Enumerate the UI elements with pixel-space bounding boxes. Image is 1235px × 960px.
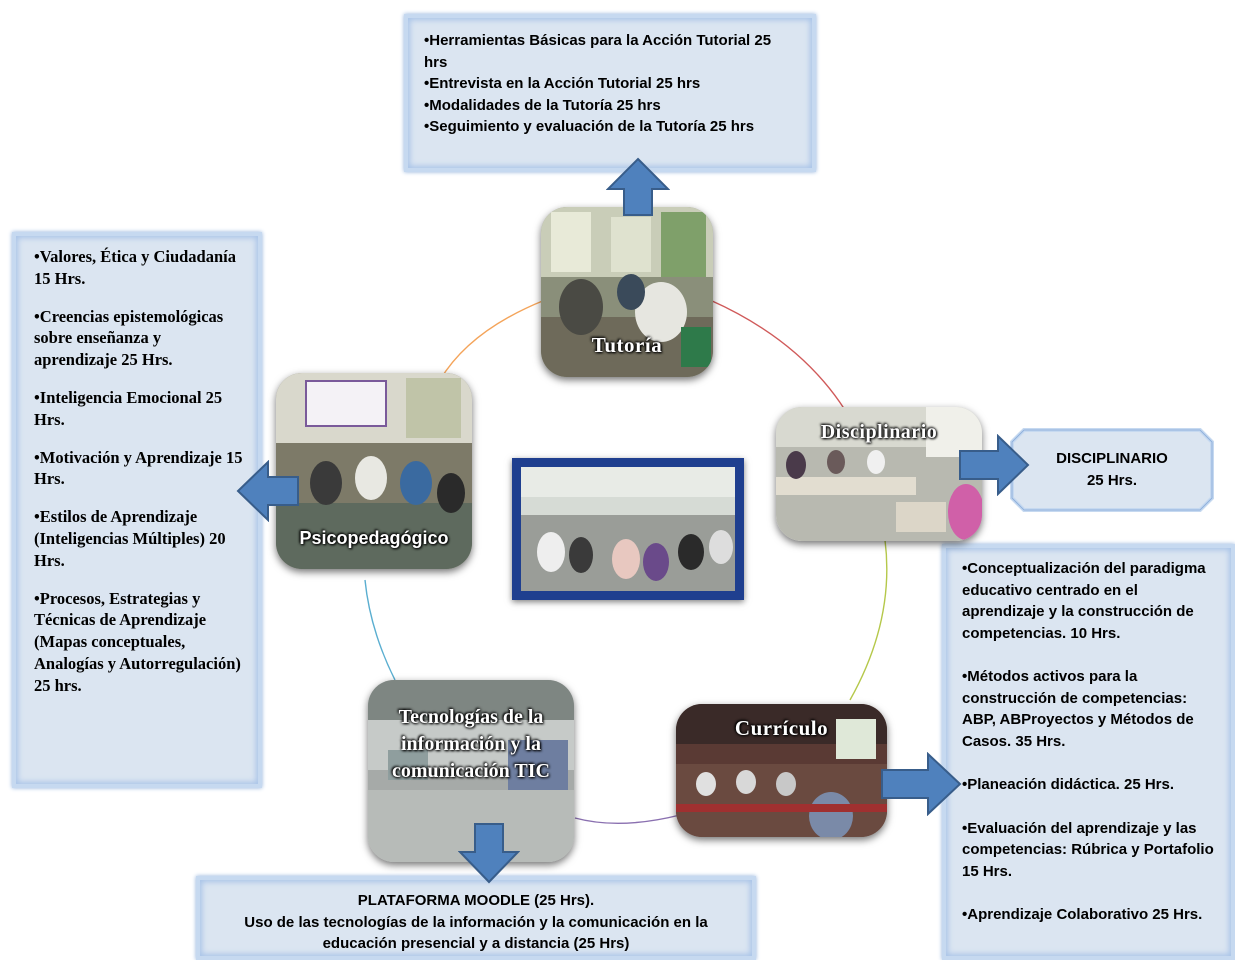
tic-label: Tecnologías de la información y la comun… [392, 706, 550, 782]
psico-topic: •Inteligencia Emocional 25 Hrs. [34, 387, 223, 429]
disciplinario-photo: Disciplinario [776, 407, 982, 541]
psico-topic: •Procesos, Estrategias y Técnicas de Apr… [34, 588, 241, 695]
arrow-right-icon [880, 752, 962, 816]
disciplinario-box: DISCIPLINARIO 25 Hrs. [1010, 428, 1214, 512]
psico-topic: •Motivación y Aprendizaje 15 Hrs. [34, 447, 243, 489]
tic-topic: educación presencial y a distancia (25 H… [322, 935, 630, 952]
curriculo-topic: •Aprendizaje Colaborativo 25 Hrs. [962, 906, 1203, 923]
disciplinario-title: DISCIPLINARIO [1056, 450, 1168, 467]
tutoria-topic: •Entrevista en la Acción Tutorial 25 hrs [424, 75, 701, 92]
tutoria-topics-box: •Herramientas Básicas para la Acción Tut… [404, 14, 816, 172]
curriculo-label: Currículo [734, 716, 829, 740]
psicopedagogico-topics-box: •Valores, Ética y Ciudadanía 15 Hrs. •Cr… [12, 232, 262, 788]
tic-photo: Tecnologías de la información y la comun… [368, 680, 574, 862]
psico-topic: •Creencias epistemológicas sobre enseñan… [34, 306, 224, 370]
curriculo-topic: •Métodos activos para la construcción de… [962, 668, 1194, 750]
psicopedagogico-photo: Psicopedagógico [276, 373, 472, 569]
tutoria-topic: •Modalidades de la Tutoría 25 hrs [424, 96, 661, 114]
curriculo-topic: •Conceptualización del paradigma educati… [962, 560, 1206, 642]
curriculo-topic: •Evaluación del aprendizaje y las compet… [962, 819, 1214, 880]
curriculo-topics-box: •Conceptualización del paradigma educati… [942, 544, 1235, 960]
disciplinario-hours: 25 Hrs. [1086, 471, 1138, 489]
arrow-right-icon [958, 434, 1030, 496]
center-photo [512, 458, 744, 600]
psico-topic: •Valores, Ética y Ciudadanía 15 Hrs. [34, 247, 236, 288]
psico-topic: •Estilos de Aprendizaje (Inteligencias M… [34, 507, 226, 570]
psicopedagogico-label: Psicopedagógico [299, 528, 449, 548]
tutoria-topic: •Herramientas Básicas para la Acción Tut… [424, 32, 772, 71]
curriculo-topic: •Planeación didáctica. 25 Hrs. [962, 776, 1175, 793]
arrow-left-icon [236, 460, 300, 522]
tic-topic: PLATAFORMA MOODLE (25 Hrs). [357, 892, 595, 909]
tutoria-photo: Tutoría [541, 207, 713, 377]
arrow-up-icon [606, 157, 670, 217]
arrow-down-icon [458, 822, 520, 884]
tutoria-topic: •Seguimiento y evaluación de la Tutoría … [424, 118, 755, 135]
curriculo-photo: Currículo [676, 704, 887, 837]
tutoria-label: Tutoría [591, 333, 663, 357]
tic-topic: Uso de las tecnologías de la información… [244, 913, 708, 931]
tic-topics-box: PLATAFORMA MOODLE (25 Hrs). Uso de las t… [196, 876, 756, 960]
disciplinario-label: Disciplinario [820, 421, 938, 443]
